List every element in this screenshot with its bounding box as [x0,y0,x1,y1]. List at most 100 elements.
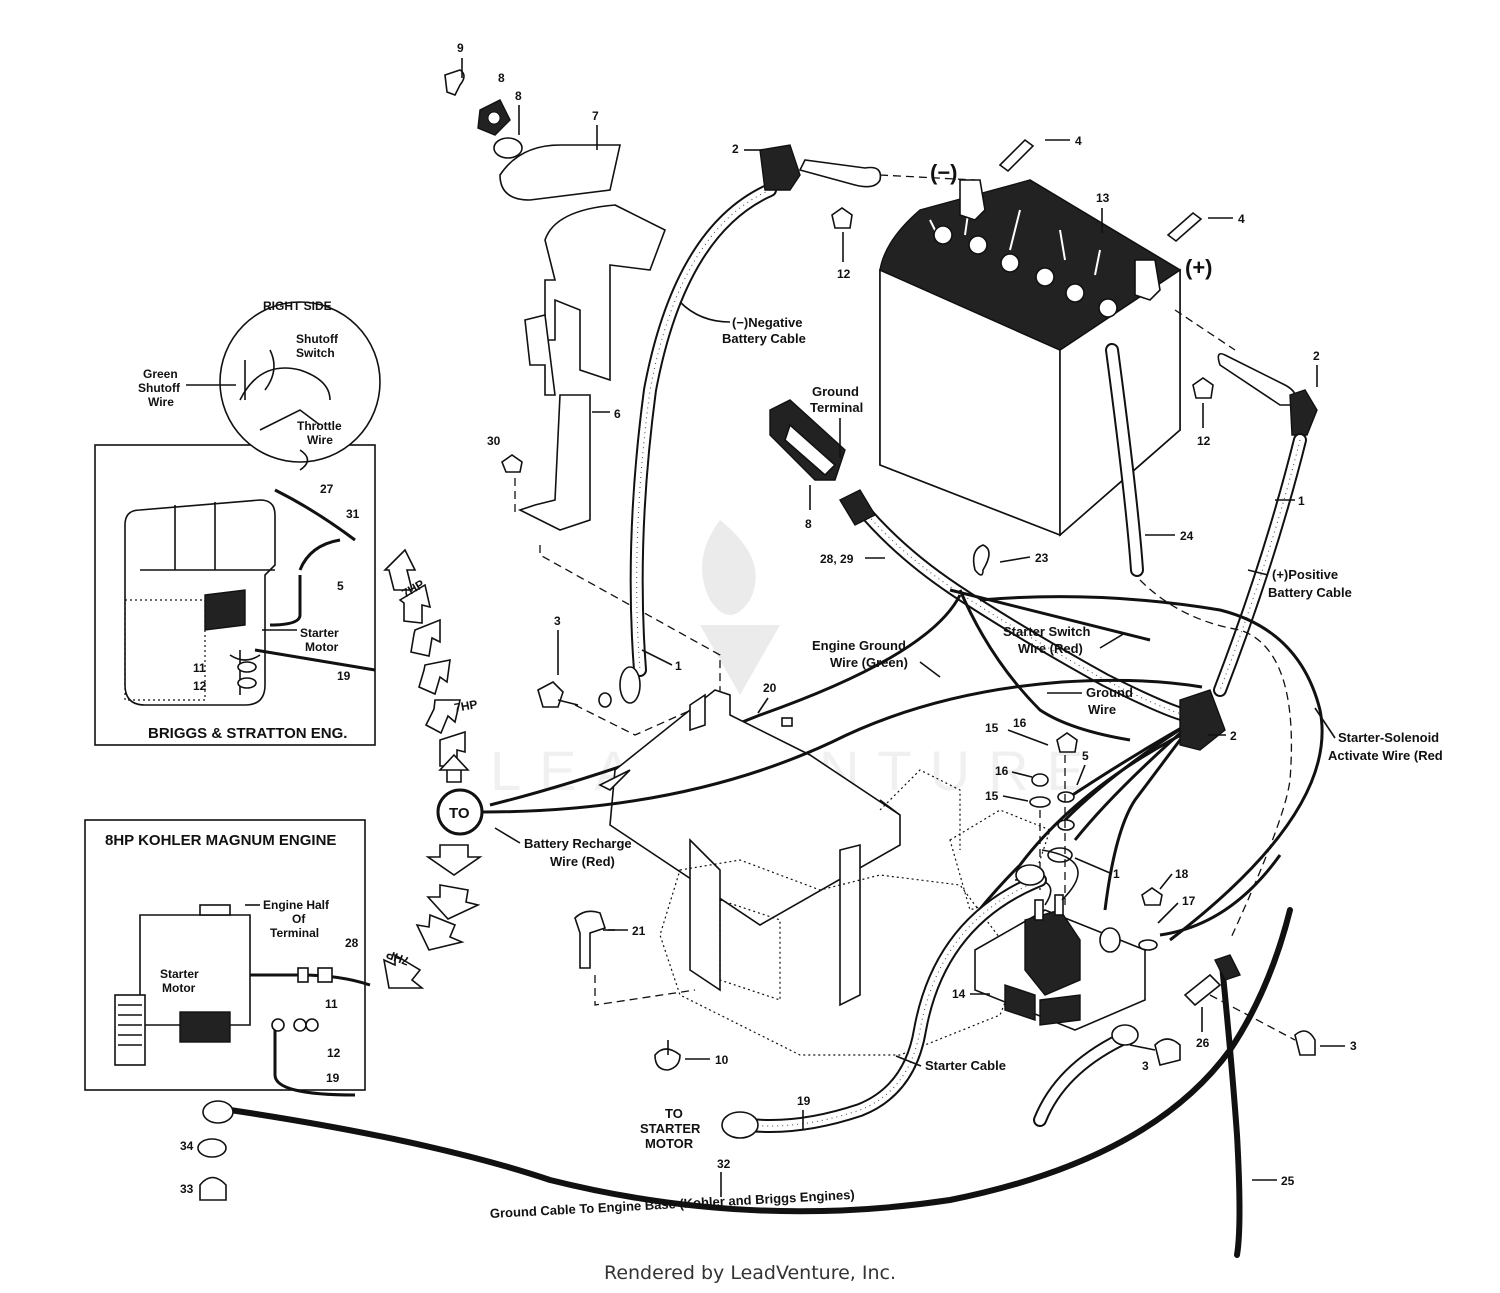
part-19-kohler: 19 [326,1071,340,1085]
kohler-title: 8HP KOHLER MAGNUM ENGINE [105,832,336,849]
part-13: 13 [1096,191,1110,205]
part-25: 25 [1281,1174,1295,1188]
negative-battery-cable [598,144,882,708]
engine-half-label-1: Engine Half [263,898,330,912]
part-14: 14 [952,987,966,1001]
ground-terminal [769,399,846,481]
right-side-label: RIGHT SIDE [263,299,332,313]
part-20: 20 [763,681,777,695]
part-11-briggs: 11 [193,661,206,675]
positive-battery-cable [1213,352,1318,697]
part-2-harness: 2 [1230,729,1237,743]
recharge-wire-label-2: Wire (Red) [550,854,615,869]
part-8-top: 8 [498,71,505,85]
ground-strap [1183,954,1243,1258]
dash-bracket [544,204,667,382]
right-side-detail [219,301,381,463]
part-28-kohler: 28 [345,936,359,950]
part-1-pos: 1 [1298,494,1305,508]
engine-ground-label-2: Wire (Green) [830,655,908,670]
positive-terminal-sign: (+) [1185,255,1213,280]
pos-cable-label-1: (+)Positive [1272,567,1338,582]
part-8-ground: 8 [805,517,812,531]
starter-cable [721,864,1139,1139]
part-5-stack: 5 [1082,749,1089,763]
part-3-right: 3 [1350,1039,1357,1053]
kohler-starter-label-1: Starter [160,967,199,981]
ground-wire-label-1: Ground [1086,685,1133,700]
starter-cable-label: Starter Cable [925,1058,1006,1073]
kohler-panel [84,819,366,1091]
part-3-left: 3 [554,614,561,628]
direction-arrows: 7HP 7HP 7HP [382,548,483,989]
part-9: 9 [457,41,464,55]
part-15-top: 15 [985,721,999,735]
part-24: 24 [1180,529,1194,543]
part-15-mid: 15 [985,789,999,803]
part-12-kohler: 12 [327,1046,341,1060]
part-32: 32 [717,1157,731,1171]
wiring-diagram: LEADVENTURE RIGHT SIDE Shutoff Switch Gr… [84,41,1443,1258]
part-21: 21 [632,924,646,938]
part-12-pos: 12 [1197,434,1211,448]
ground-cable-label: Ground Cable To Engine Base (Kohler and … [490,1187,856,1221]
green-shutoff-label-1: Green [143,367,178,381]
mounting-plate [598,689,901,1007]
briggs-panel [94,444,376,746]
part-11-kohler: 11 [325,997,338,1011]
wiring-harness [489,489,1324,986]
part-16-mid: 16 [995,764,1009,778]
engine-half-label-3: Terminal [270,926,319,940]
part-8-mid: 8 [515,89,522,103]
kohler-starter-label-2: Motor [162,981,196,995]
shutoff-switch-label-1: Shutoff [296,332,339,346]
part-3-mid: 3 [1142,1059,1149,1073]
briggs-starter-label-2: Motor [305,640,339,654]
throttle-label-1: Throttle [297,419,342,433]
part-7: 7 [592,109,599,123]
solenoid-wire-label-2: Activate Wire (Red [1328,748,1443,763]
part-19-cable: 19 [797,1094,811,1108]
part-23: 23 [1035,551,1049,565]
to-starter-label-1: TO [665,1106,683,1121]
part-2-neg: 2 [732,142,739,156]
to-label: TO [449,805,470,822]
part-5-briggs: 5 [337,579,344,593]
briggs-starter-label-1: Starter [300,626,339,640]
part-1-stack: 1 [1113,867,1120,881]
hp-marker-2: 7HP [453,697,478,715]
battery [879,179,1182,537]
part-30: 30 [487,434,501,448]
part-1-neg: 1 [675,659,682,673]
part-12-briggs: 12 [193,679,207,693]
part-18: 18 [1175,867,1189,881]
footer-credit: Rendered by LeadVenture, Inc. [603,1262,897,1284]
recharge-wire-label-1: Battery Recharge [524,836,632,851]
throttle-label-2: Wire [307,433,333,447]
part-4-pos: 4 [1238,212,1245,226]
pos-cable-label-2: Battery Cable [1268,585,1352,600]
to-starter-label-2: STARTER [640,1121,701,1136]
ground-wire-label-2: Wire [1088,702,1116,717]
starter-switch-label-2: Wire (Red) [1018,641,1083,656]
neg-cable-label-2: Battery Cable [722,331,806,346]
part-16-top: 16 [1013,716,1027,730]
neg-cable-label-1: (−)Negative [732,315,802,330]
part-19-briggs: 19 [337,669,351,683]
green-shutoff-label-2: Shutoff [138,381,181,395]
part-26: 26 [1196,1036,1210,1050]
part-10: 10 [715,1053,729,1067]
briggs-engine [124,499,276,706]
green-shutoff-label-3: Wire [148,395,174,409]
ground-terminal-label-1: Ground [812,384,859,399]
shutoff-switch-label-2: Switch [296,346,335,360]
negative-terminal-sign: (−) [930,160,958,185]
part-34: 34 [180,1139,194,1153]
part-28-29: 28, 29 [820,552,854,566]
solenoid-wire-label-1: Starter-Solenoid [1338,730,1439,745]
engine-ground-label-1: Engine Ground [812,638,906,653]
part-12-neg: 12 [837,267,851,281]
ground-cable [197,907,1293,1215]
part-2-pos: 2 [1313,349,1320,363]
